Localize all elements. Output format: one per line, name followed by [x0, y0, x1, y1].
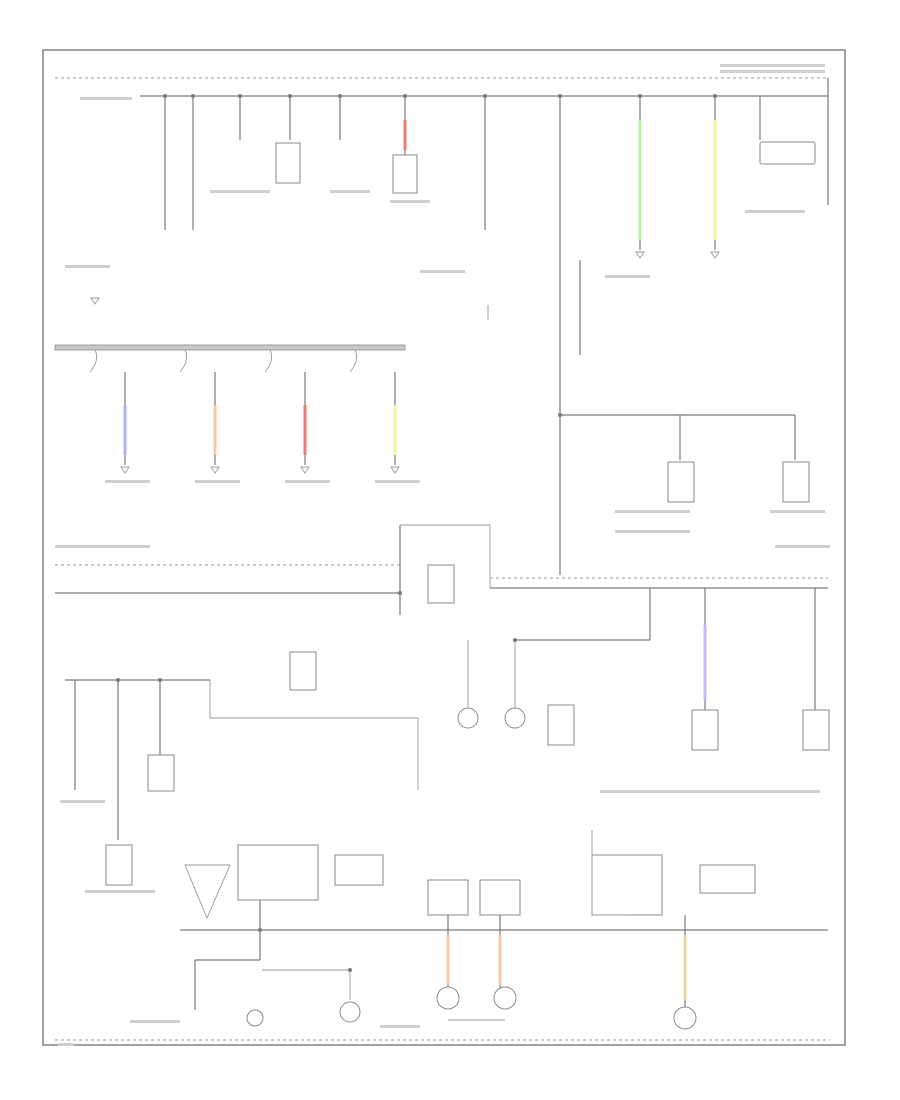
relay-mid-1 — [667, 461, 695, 503]
lamp-icon — [246, 1009, 264, 1027]
relay-top-2 — [392, 154, 418, 194]
component-right-3 — [802, 709, 830, 751]
lamp-icon — [457, 707, 479, 729]
fuse-box-center — [427, 564, 455, 604]
junction-bar-left — [54, 344, 406, 351]
lamp-icon — [436, 986, 460, 1010]
connector-icon — [116, 94, 717, 972]
component-left-2 — [105, 844, 133, 886]
relay-box-bottom-6 — [699, 864, 756, 894]
relay-icon — [184, 864, 231, 920]
relay-box-bottom-5 — [591, 854, 663, 916]
relay-box-bottom-4 — [479, 879, 521, 916]
relay-top-1 — [275, 142, 301, 184]
diagram-frame — [42, 49, 846, 1046]
relay-top-right — [759, 141, 816, 165]
ground-icon — [90, 251, 720, 305]
relay-box-bottom-left — [237, 844, 319, 901]
component-left-1 — [147, 754, 175, 792]
switch-icon — [89, 349, 358, 373]
label-blocks — [55, 64, 830, 1046]
component-right-1 — [547, 704, 575, 746]
lamp-icon — [339, 1001, 361, 1023]
relay-box-bottom-2 — [334, 854, 384, 886]
lamp-icon — [504, 707, 526, 729]
relay-mid-2 — [782, 461, 810, 503]
component-center-left — [289, 651, 317, 691]
ground-icon — [120, 466, 400, 474]
relay-left-bracket — [591, 830, 630, 916]
lamp-icon — [493, 986, 517, 1010]
relay-box-bottom-3 — [427, 879, 469, 916]
lamp-icon — [673, 1006, 697, 1030]
component-right-2 — [691, 709, 719, 751]
